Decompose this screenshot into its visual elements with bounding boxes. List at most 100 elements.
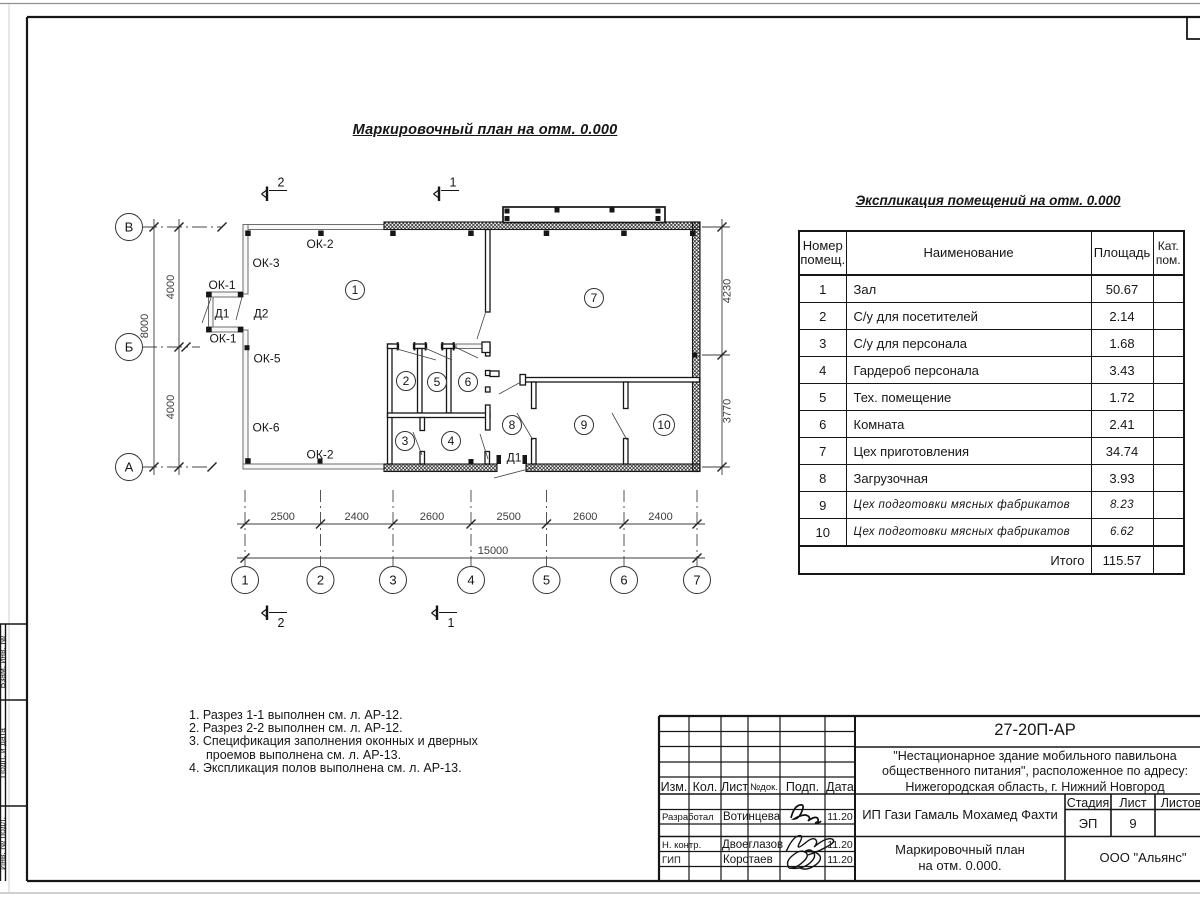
room-num: 8 bbox=[798, 464, 847, 492]
leader-lines bbox=[201, 296, 628, 479]
signature-dvoeglazov bbox=[785, 834, 835, 856]
tb-sheet-title-2: на отм. 0.000. bbox=[918, 857, 1002, 873]
schedule-header-name: Наименование bbox=[845, 230, 1092, 276]
note-line: 3. Спецификация заполнения оконных и две… bbox=[189, 734, 478, 749]
tb-col-kol: Кол. bbox=[692, 779, 718, 794]
tb-sheet-title-1: Маркировочный план bbox=[895, 841, 1025, 857]
section-marks: 2 1 2 1 bbox=[261, 176, 459, 630]
schedule-row: 4 Гардероб персонала 3.43 bbox=[798, 356, 1185, 384]
room-name: Гардероб персонала bbox=[845, 356, 1092, 384]
tb-name-votintseva: Вотинцева bbox=[723, 811, 781, 823]
tb-stage-header: Стадия bbox=[1066, 795, 1110, 810]
room-area: 3.43 bbox=[1090, 356, 1154, 384]
margin-column bbox=[0, 623, 27, 881]
tb-sheet-value: 9 bbox=[1129, 816, 1137, 831]
dim-2400a: 2400 bbox=[344, 511, 368, 523]
dimension-texts: 8000 4000 4000 2500 2400 2600 2500 2600 … bbox=[139, 275, 734, 557]
section-1-top: 1 bbox=[450, 176, 457, 190]
tb-col-izm: Изм. bbox=[660, 779, 688, 794]
label-d1-bottom: Д1 bbox=[507, 451, 522, 465]
room-8: 8 bbox=[509, 418, 516, 432]
room-num: 1 bbox=[798, 274, 847, 303]
schedule-row: 7 Цех приготовления 34.74 bbox=[798, 437, 1185, 465]
schedule-header-cat: Кат.пом. bbox=[1152, 230, 1185, 276]
label-ok1-top: ОК-1 bbox=[209, 278, 236, 292]
tb-col-ndok: №док. bbox=[750, 782, 778, 793]
schedule-total-row: Итого 115.57 bbox=[798, 545, 1185, 575]
axis-row-v: В bbox=[125, 220, 134, 235]
label-ok5: ОК-5 bbox=[254, 352, 281, 366]
axis-col-5: 5 bbox=[543, 573, 550, 588]
room-num: 5 bbox=[798, 383, 847, 411]
dim-3770: 3770 bbox=[722, 399, 734, 423]
label-ok3: ОК-3 bbox=[253, 256, 280, 270]
room-name: Комната bbox=[845, 410, 1092, 438]
room-name: С/у для посетителей bbox=[845, 302, 1092, 330]
tb-address-1: "Нестационарное здание мобильного павиль… bbox=[893, 748, 1177, 763]
walls-hatched bbox=[383, 221, 701, 473]
tb-role-gip: ГИП bbox=[662, 854, 681, 866]
label-ok1-bottom: ОК-1 bbox=[210, 332, 237, 346]
tb-role-razrab: Разработал bbox=[662, 812, 714, 823]
room-name: Цех приготовления bbox=[845, 437, 1092, 465]
dim-4230: 4230 bbox=[722, 279, 734, 303]
wall-posts bbox=[206, 230, 697, 464]
room-area: 1.68 bbox=[1090, 329, 1154, 357]
room-name: С/у для персонала bbox=[845, 329, 1092, 357]
door-caps bbox=[396, 342, 455, 351]
dim-2500a: 2500 bbox=[270, 511, 294, 523]
room-num: 7 bbox=[798, 437, 847, 465]
section-1-bottom: 1 bbox=[448, 616, 455, 630]
schedule-title: Экспликация помещений на отм. 0.000 bbox=[855, 193, 1121, 208]
schedule-row: 9 Цех подготовки мясных фабрикатов 8.23 bbox=[798, 491, 1185, 519]
room-1: 1 bbox=[352, 283, 359, 297]
tb-date-1: 11.20 bbox=[827, 811, 853, 823]
note-line: проемов выполнена см. л. АР-13. bbox=[206, 747, 402, 762]
axis-col-2: 2 bbox=[317, 573, 324, 588]
margin-label-podp: Подп. и дата bbox=[0, 728, 7, 778]
label-ok2-top: ОК-2 bbox=[307, 237, 334, 251]
room-markers: 1 2 5 6 3 4 7 8 9 10 bbox=[345, 280, 675, 451]
tb-date-2: 11.20 bbox=[827, 838, 853, 851]
axis-row-a: А bbox=[125, 460, 134, 475]
room-name: Цех подготовки мясных фабрикатов bbox=[845, 491, 1092, 519]
room-5: 5 bbox=[434, 375, 441, 389]
room-area: 2.41 bbox=[1090, 410, 1154, 438]
room-9: 9 bbox=[581, 418, 588, 432]
schedule-row: 2 С/у для посетителей 2.14 bbox=[798, 302, 1185, 330]
tb-sheet-header: Лист bbox=[1119, 795, 1147, 810]
schedule-row: 1 Зал 50.67 bbox=[798, 274, 1185, 303]
axis-row-b: Б bbox=[125, 340, 134, 355]
tb-address-2: общественного питания", расположенное по… bbox=[881, 764, 1189, 778]
room-cat bbox=[1152, 437, 1185, 465]
dim-8000: 8000 bbox=[139, 314, 151, 338]
room-num: 6 bbox=[798, 410, 847, 438]
dim-2600a: 2600 bbox=[420, 511, 444, 523]
walls-light bbox=[206, 224, 483, 470]
signature-korotaev bbox=[786, 849, 822, 870]
note-line: 2. Разрез 2-2 выполнен см. л. АР-12. bbox=[189, 721, 403, 736]
section-2-bottom: 2 bbox=[278, 616, 285, 630]
tb-name-dvoeglazov: Двоеглазов bbox=[722, 838, 784, 851]
axis-labels: В Б А 1 2 3 4 5 6 7 bbox=[125, 220, 701, 588]
room-3: 3 bbox=[402, 434, 409, 448]
tb-name-korotaev: Коротаев bbox=[723, 853, 773, 866]
axis-col-3: 3 bbox=[389, 573, 396, 588]
room-area: 1.72 bbox=[1090, 383, 1154, 411]
margin-label-vzam: Взам. инв. № bbox=[0, 636, 7, 689]
note-line: 4. Экспликация полов выполнена см. л. АР… bbox=[189, 760, 462, 775]
room-name: Зал bbox=[845, 274, 1092, 303]
room-area: 8.23 bbox=[1090, 491, 1154, 519]
signature-votintseva bbox=[790, 804, 822, 824]
floor-plan: 8000 4000 4000 2500 2400 2600 2500 2600 … bbox=[115, 176, 734, 630]
dim-2600b: 2600 bbox=[573, 511, 597, 523]
room-cat bbox=[1152, 464, 1185, 492]
axis-circles bbox=[115, 213, 711, 594]
schedule-header-area: Площадь bbox=[1090, 230, 1154, 276]
room-10: 10 bbox=[657, 418, 671, 432]
tb-address-3: Нижегородская область, г. Нижний Новгоро… bbox=[905, 779, 1165, 794]
dim-4000-bot: 4000 bbox=[165, 395, 177, 419]
room-num: 2 bbox=[798, 302, 847, 330]
